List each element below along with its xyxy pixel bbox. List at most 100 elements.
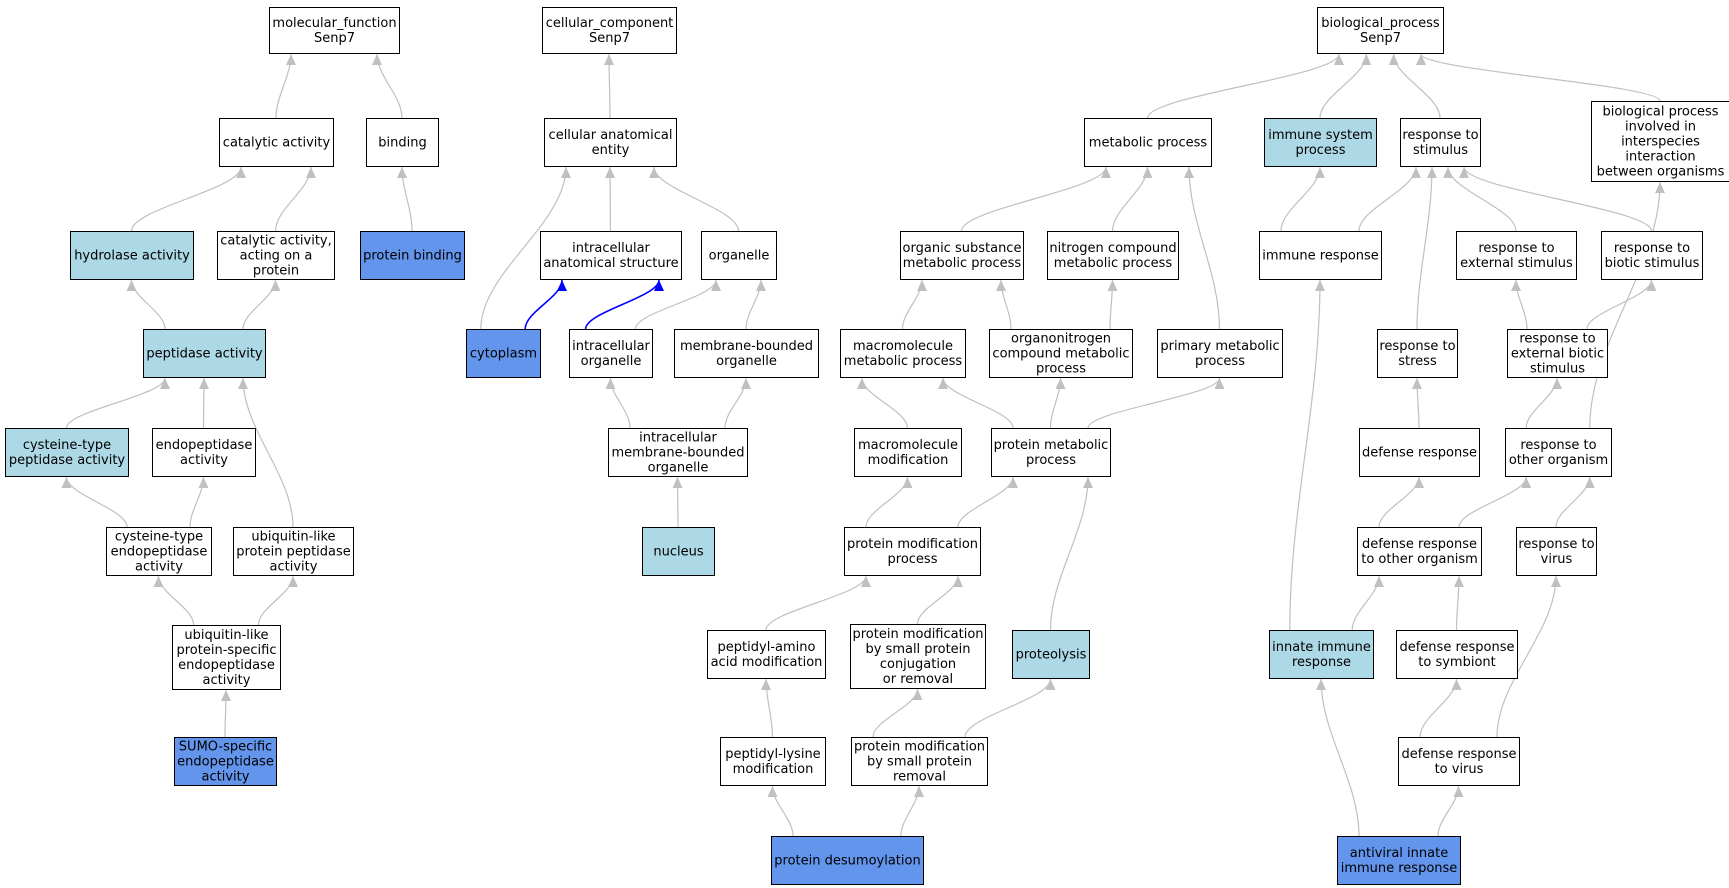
node-label-line: peptidase activity (146, 347, 263, 362)
node-label-line: catalytic activity (223, 136, 331, 151)
node-metab[interactable]: metabolic process (1084, 118, 1212, 167)
node-ublendo[interactable]: ubiquitin-likeprotein-specificendopeptid… (172, 625, 281, 690)
node-nucleus[interactable]: nucleus (642, 527, 715, 576)
node-label-line: catalytic activity, (220, 234, 332, 249)
node-cat[interactable]: catalytic activity (219, 118, 334, 167)
node-box (851, 737, 988, 786)
node-label-line: organonitrogen (1011, 332, 1111, 347)
edge-ocmp-to-osmp (996, 279, 1012, 330)
node-desumo[interactable]: protein desumoylation (771, 836, 924, 885)
edge-aiir-to-iir (1316, 678, 1360, 837)
edge-imbo-to-intorg (605, 377, 631, 429)
edge-peptidase-to-catprot (242, 279, 281, 330)
node-protbind[interactable]: protein binding (360, 231, 465, 280)
node-box (1400, 118, 1481, 167)
node-label-line: defense response (1399, 640, 1514, 655)
node-box (850, 624, 986, 689)
edge-metab-to-bp (1146, 53, 1344, 119)
edge-ias-to-cae (605, 166, 616, 232)
edge-res-to-rts (1443, 166, 1517, 232)
node-label-line: protein desumoylation (774, 854, 920, 869)
node-label-line: Senp7 (1360, 31, 1401, 46)
node-box (1359, 428, 1480, 477)
node-dr[interactable]: defense response (1359, 428, 1480, 477)
edge-binding-to-mf (372, 53, 403, 119)
node-label-line: activity (202, 770, 250, 785)
edge-cytoplasm-to-ias (524, 279, 567, 330)
node-label-line: peptidase activity (9, 453, 126, 468)
node-label-line: process (1026, 453, 1076, 468)
node-box (608, 428, 748, 477)
node-label-line: protein modification (852, 627, 983, 642)
node-proteolysis[interactable]: proteolysis (1012, 630, 1090, 679)
node-box (1157, 329, 1283, 378)
node-organelle[interactable]: organelle (701, 231, 777, 280)
node-label-line: protein modification (854, 740, 985, 755)
node-cytoplasm[interactable]: cytoplasm (466, 329, 541, 378)
node-box (569, 329, 653, 378)
edge-bpio-to-bp (1416, 53, 1661, 102)
node-label-line: endopeptidase (156, 438, 253, 453)
edge-cysendo-to-cyspep (61, 476, 128, 528)
edge-protmp-to-mmp (938, 377, 1014, 429)
edge-rebs-to-rbs (1586, 279, 1657, 330)
node-peptidase[interactable]: peptidase activity (143, 329, 266, 378)
node-label-line: response to (1519, 332, 1595, 347)
node-box (1507, 329, 1608, 378)
node-hydrolase[interactable]: hydrolase activity (70, 231, 194, 280)
edge-drto-to-dr (1378, 476, 1424, 528)
node-ir[interactable]: immune response (1259, 231, 1382, 280)
node-box (360, 231, 465, 280)
node-box (1337, 836, 1461, 885)
edge-dr-to-rstress (1412, 377, 1423, 429)
node-binding[interactable]: binding (366, 118, 439, 167)
node-label-line: defense response (1362, 446, 1477, 461)
node-box (1047, 231, 1179, 280)
node-label-line: or removal (883, 672, 953, 687)
node-label-line: peptidyl-lysine (725, 747, 820, 762)
node-box (366, 118, 439, 167)
node-label-line: Senp7 (314, 31, 355, 46)
node-label-line: antiviral innate (1350, 846, 1448, 861)
